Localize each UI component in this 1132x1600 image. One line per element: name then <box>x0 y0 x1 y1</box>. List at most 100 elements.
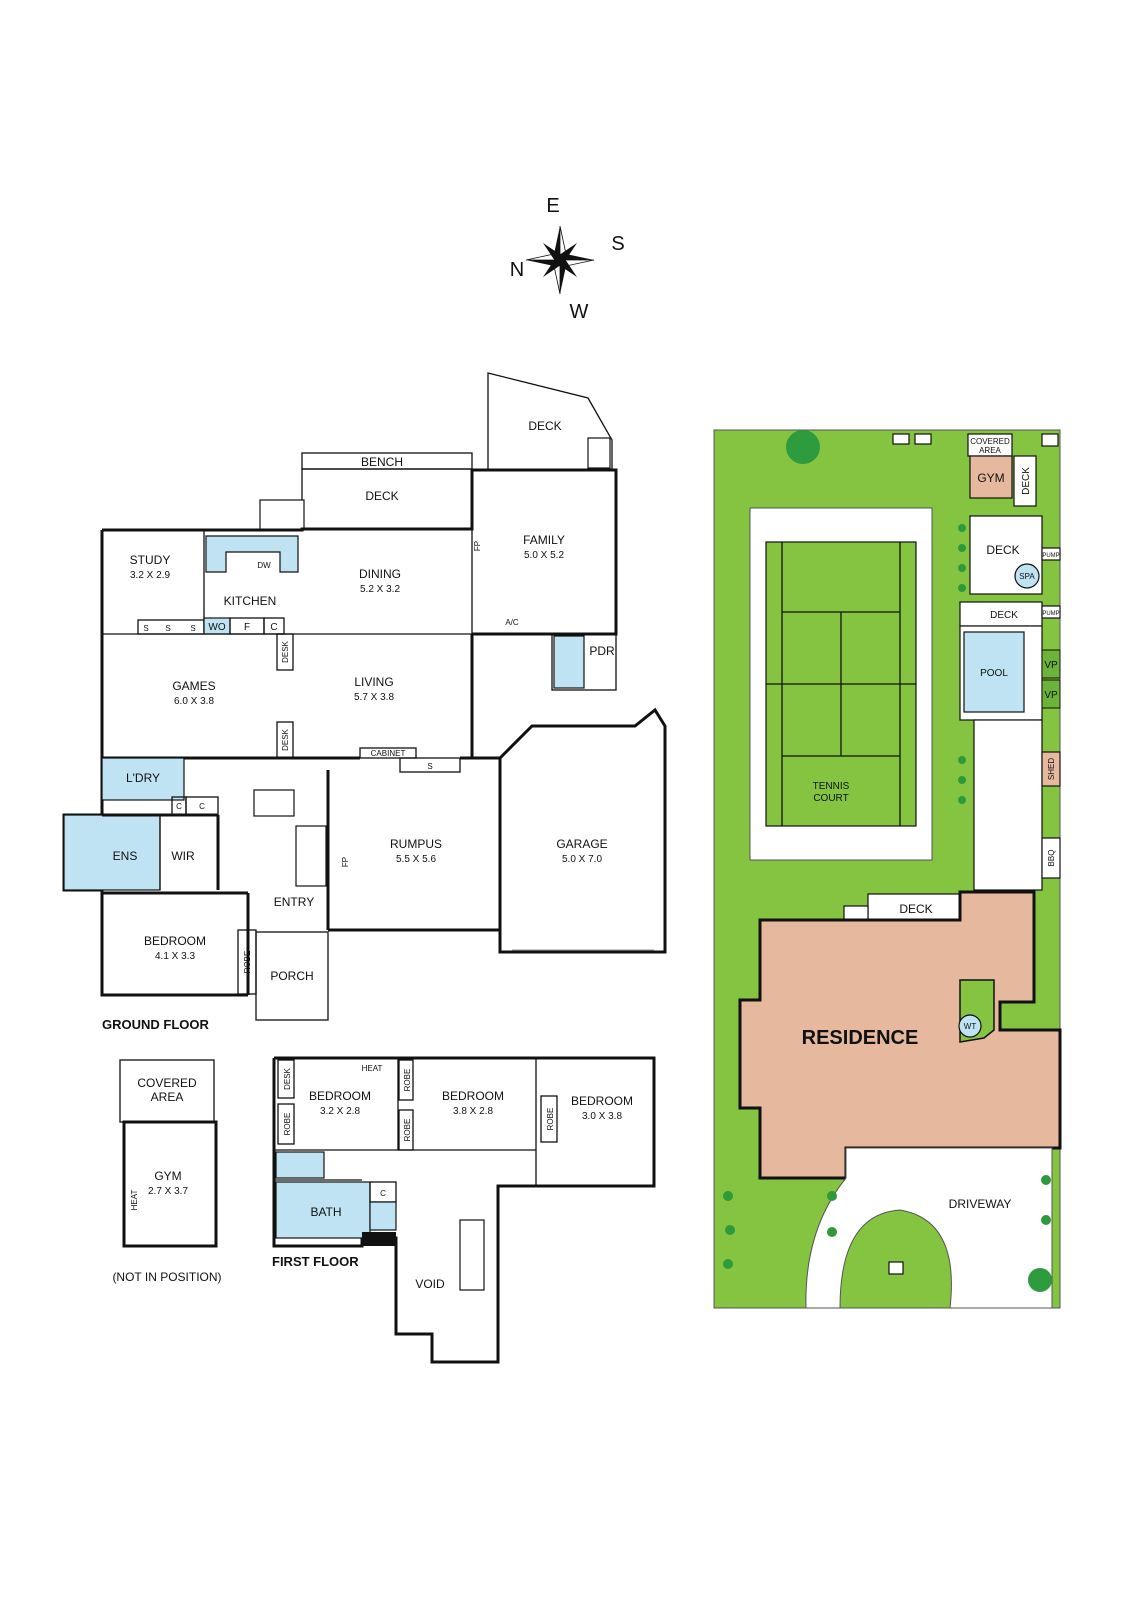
spa-label: SPA <box>1019 572 1035 581</box>
gym-plan: COVERED AREA GYM 2.7 X 3.7 HEAT (NOT IN … <box>112 1059 222 1284</box>
study-name: STUDY <box>130 553 171 567</box>
robe-label-4: ROBE <box>546 1108 555 1131</box>
ac-label: A/C <box>505 618 519 627</box>
residence <box>738 890 1062 1180</box>
tennis-label-2: COURT <box>813 793 848 804</box>
robe-label-1: ROBE <box>283 1113 292 1136</box>
first-desk-label: DESK <box>283 1067 292 1089</box>
first-floor-plan: DESK HEAT ROBE ROBE ROBE ROBE BEDROOM 3.… <box>272 1056 656 1364</box>
gym-covered-2: AREA <box>151 1090 184 1104</box>
living-name: LIVING <box>354 675 393 689</box>
entry-label: ENTRY <box>274 895 314 909</box>
site-gym-label: GYM <box>977 471 1004 485</box>
bed3-size: 3.0 X 3.8 <box>582 1111 622 1122</box>
ens-label: ENS <box>113 849 138 863</box>
rumpus-name: RUMPUS <box>390 837 442 851</box>
first-heat-label: HEAT <box>362 1064 383 1073</box>
dining-size: 5.2 X 3.2 <box>360 584 400 595</box>
study-size: 3.2 X 2.9 <box>130 570 170 581</box>
vp-label-2: VP <box>1044 690 1058 701</box>
wir-label: WIR <box>171 849 195 863</box>
f-label: F <box>244 622 250 633</box>
gym-covered-1: COVERED <box>137 1076 197 1090</box>
driveway-label: DRIVEWAY <box>949 1197 1012 1211</box>
gym-heat: HEAT <box>130 1190 139 1211</box>
gym-size: 2.7 X 3.7 <box>148 1186 188 1197</box>
compass-n: N <box>510 259 524 281</box>
site-plan: TENNIS COURT COVERED AREA GYM DECK DECK … <box>713 429 1062 1309</box>
bath-area <box>275 1181 371 1239</box>
compass-rose-icon <box>525 225 595 295</box>
site-deck-4: DECK <box>899 902 932 916</box>
desk-label-1: DESK <box>281 640 290 662</box>
compass-w: W <box>570 301 589 323</box>
laundry-area <box>101 757 185 801</box>
site-deck-1: DECK <box>1021 467 1032 495</box>
robe-label-3: ROBE <box>403 1119 412 1142</box>
garage-name: GARAGE <box>556 837 607 851</box>
family-name: FAMILY <box>523 533 565 547</box>
dining-name: DINING <box>359 567 401 581</box>
compass-s: S <box>611 233 624 255</box>
fp-label: FP <box>473 541 482 551</box>
s-label-3: S <box>190 624 195 633</box>
site-covered-2: AREA <box>979 446 1001 455</box>
deck-label: DECK <box>365 489 398 503</box>
pump-label-1: PUMP <box>1042 553 1059 559</box>
wo-label: WO <box>208 622 225 633</box>
robe-label-2: ROBE <box>403 1069 412 1092</box>
games-name: GAMES <box>172 679 215 693</box>
c-label-ldry-1: C <box>176 802 182 811</box>
s-label-2: S <box>165 624 170 633</box>
shrubs <box>723 524 1052 1292</box>
gym-name: GYM <box>154 1169 181 1183</box>
bed3-name: BEDROOM <box>571 1094 633 1108</box>
residence-label: RESIDENCE <box>802 1027 919 1049</box>
ensuite-area <box>63 814 161 891</box>
ground-floor-header: GROUND FLOOR <box>102 1017 209 1032</box>
bbq-label: BBQ <box>1047 850 1056 867</box>
cabinet-label: CABINET <box>371 749 406 758</box>
ground-floor-plan: DECK BENCH DECK FAMILY 5.0 X 5.2 FP A/C … <box>62 372 667 1032</box>
first-toilet-area <box>275 1151 325 1179</box>
games-size: 6.0 X 3.8 <box>174 696 214 707</box>
c-label-kitchen: C <box>270 622 277 633</box>
site-deck-3: DECK <box>990 610 1018 621</box>
bedroom-name: BEDROOM <box>144 934 206 948</box>
pool <box>963 631 1025 713</box>
bed1-name: BEDROOM <box>309 1089 371 1103</box>
desk-label-2: DESK <box>281 728 290 750</box>
spa-icon <box>1014 563 1040 589</box>
bed1-size: 3.2 X 2.8 <box>320 1106 360 1117</box>
deck-top-label: DECK <box>528 419 561 433</box>
robe-label-ground: ROBE <box>243 951 252 974</box>
dw-label: DW <box>257 561 271 570</box>
shed-label: SHED <box>1047 758 1056 780</box>
rumpus-size: 5.5 X 5.6 <box>396 854 436 865</box>
bed2-size: 3.8 X 2.8 <box>453 1106 493 1117</box>
c-label-ldry-2: C <box>199 802 205 811</box>
stair-icon <box>587 437 611 469</box>
first-stairs-icon <box>459 1219 485 1291</box>
entry-stairs-icon <box>253 789 295 817</box>
pump-label-2: PUMP <box>1042 611 1059 617</box>
site-deck-2: DECK <box>986 543 1019 557</box>
pdr-label: PDR <box>589 644 615 658</box>
kitchen-label: KITCHEN <box>224 594 277 608</box>
driveway <box>805 1147 1053 1309</box>
bed2-name: BEDROOM <box>442 1089 504 1103</box>
bath-label: BATH <box>310 1205 341 1219</box>
wt-label: WT <box>964 1022 977 1031</box>
void-label: VOID <box>415 1277 445 1291</box>
first-c-label: C <box>380 1189 386 1198</box>
rumpus-stairs-icon <box>295 825 327 887</box>
water-tank-icon <box>958 1014 982 1038</box>
fp-label-rumpus: FP <box>341 857 350 867</box>
family-size: 5.0 X 5.2 <box>524 550 564 561</box>
s-label-1: S <box>143 624 148 633</box>
bedroom-size: 4.1 X 3.3 <box>155 951 195 962</box>
laundry-label: L'DRY <box>126 771 160 785</box>
site-covered-1: COVERED <box>970 437 1010 446</box>
kitchen-bench <box>205 535 299 573</box>
